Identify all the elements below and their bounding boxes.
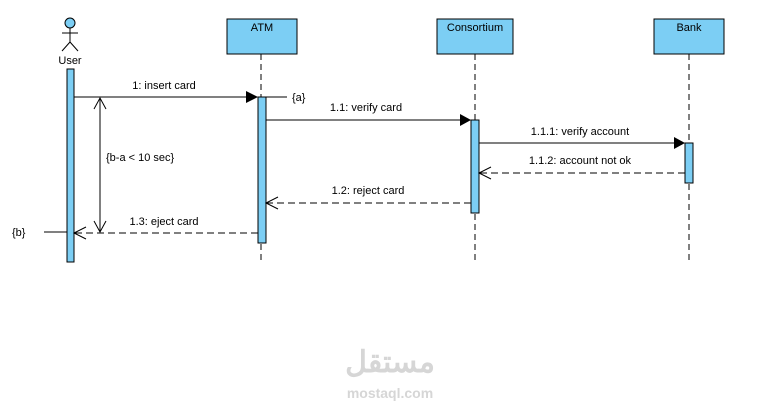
message-verify-card[interactable]: 1.1: verify card bbox=[266, 102, 471, 126]
message-label: 1.1.1: verify account bbox=[531, 126, 629, 138]
message-eject-card[interactable]: 1.3: eject card bbox=[72, 216, 258, 240]
filled-arrowhead-icon bbox=[674, 137, 685, 149]
time-mark-b: {b} bbox=[12, 227, 26, 239]
open-arrowhead-down-icon bbox=[93, 220, 107, 234]
filled-arrowhead-icon bbox=[460, 114, 471, 126]
lifeline-head-atm bbox=[226, 18, 298, 55]
message-label: 1: insert card bbox=[132, 80, 196, 92]
consortium-activation-bar bbox=[470, 119, 480, 214]
open-arrowhead-icon bbox=[477, 166, 492, 180]
lifeline-consortium[interactable]: Consortium bbox=[436, 18, 514, 55]
lifeline-label-bank: Bank bbox=[676, 22, 702, 34]
open-arrowhead-icon bbox=[264, 196, 279, 210]
watermark-arabic: مستقل bbox=[345, 346, 435, 379]
message-verify-account[interactable]: 1.1.1: verify account bbox=[479, 126, 685, 149]
lifeline-atm[interactable]: ATM bbox=[226, 18, 298, 55]
lifeline-label-atm: ATM bbox=[251, 22, 273, 34]
message-label: 1.3: eject card bbox=[129, 216, 198, 228]
duration-constraint[interactable]: {b-a < 10 sec} bbox=[93, 96, 175, 234]
message-account-not-ok[interactable]: 1.1.2: account not ok bbox=[477, 155, 685, 180]
actor-label: User bbox=[58, 55, 82, 67]
time-mark-a: {a} bbox=[292, 92, 306, 104]
message-label: 1.1.2: account not ok bbox=[529, 155, 632, 167]
watermark: مستقل mostaql.com bbox=[345, 346, 435, 401]
open-arrowhead-icon bbox=[72, 226, 87, 240]
atm-activation-bar bbox=[257, 96, 267, 244]
message-label: 1.2: reject card bbox=[332, 185, 405, 197]
actor-leg-left bbox=[61, 41, 71, 52]
bank-activation-bar bbox=[684, 142, 694, 184]
message-label: 1.1: verify card bbox=[330, 102, 402, 114]
duration-label: {b-a < 10 sec} bbox=[106, 152, 175, 164]
lifeline-head-bank bbox=[653, 18, 725, 55]
lifeline-head-consortium bbox=[436, 18, 514, 55]
actor-user[interactable]: User bbox=[58, 17, 82, 67]
watermark-latin: mostaql.com bbox=[347, 385, 433, 401]
lifeline-bank[interactable]: Bank bbox=[653, 18, 725, 55]
filled-arrowhead-icon bbox=[246, 91, 258, 103]
lifeline-label-consortium: Consortium bbox=[447, 22, 503, 34]
actor-leg-right bbox=[69, 41, 79, 52]
message-insert-card[interactable]: 1: insert card bbox=[74, 80, 258, 103]
actor-head-icon bbox=[64, 17, 76, 29]
open-arrowhead-up-icon bbox=[93, 96, 107, 110]
message-reject-card[interactable]: 1.2: reject card bbox=[264, 185, 471, 210]
user-activation-bar bbox=[66, 68, 75, 263]
